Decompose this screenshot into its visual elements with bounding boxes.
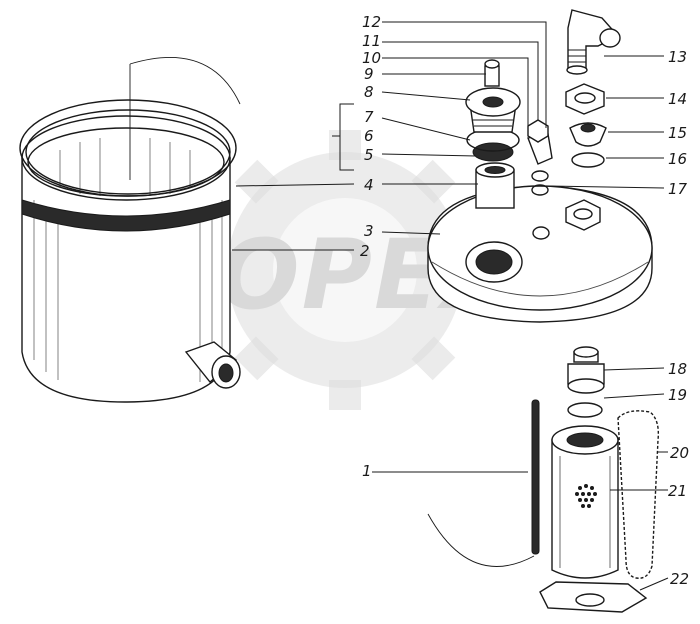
support-plate (539, 581, 648, 613)
callout-5: 5 (364, 146, 374, 164)
sealing-ring (571, 152, 605, 168)
callout-8: 8 (364, 83, 374, 101)
callout-13: 13 (668, 48, 687, 66)
callout-11: 11 (362, 32, 381, 50)
callout-18: 18 (668, 360, 687, 378)
callout-4: 4 (364, 176, 374, 194)
leader-lines (232, 21, 669, 591)
callout-9: 9 (364, 65, 374, 83)
callout-labels: 12 11 10 9 8 7 6 5 4 3 2 1 13 14 15 16 1… (360, 13, 689, 588)
element-fitting (567, 346, 605, 394)
callout-20: 20 (670, 444, 689, 462)
callout-6: 6 (364, 127, 374, 145)
callout-19: 19 (668, 386, 687, 404)
callout-12: 12 (362, 13, 381, 31)
callout-1: 1 (362, 462, 372, 480)
callout-22: 22 (670, 570, 689, 588)
conical-washer (569, 122, 607, 147)
callout-2: 2 (360, 242, 370, 260)
callout-7: 7 (364, 108, 374, 126)
callout-21: 21 (668, 482, 687, 500)
long-gasket (617, 410, 660, 579)
perforation-pattern (575, 484, 597, 508)
valve-assembly (465, 59, 553, 196)
cover-plate (427, 162, 653, 323)
hex-nut (565, 83, 605, 115)
callout-10: 10 (362, 49, 381, 67)
filter-element (551, 425, 619, 579)
center-rod (427, 399, 540, 567)
callout-3: 3 (364, 222, 374, 240)
callout-17: 17 (668, 180, 688, 198)
callout-16: 16 (668, 150, 687, 168)
filter-housing (19, 57, 241, 403)
elbow-fitting (566, 9, 621, 75)
callout-15: 15 (668, 124, 687, 142)
callout-14: 14 (668, 90, 687, 108)
o-ring (567, 402, 603, 418)
